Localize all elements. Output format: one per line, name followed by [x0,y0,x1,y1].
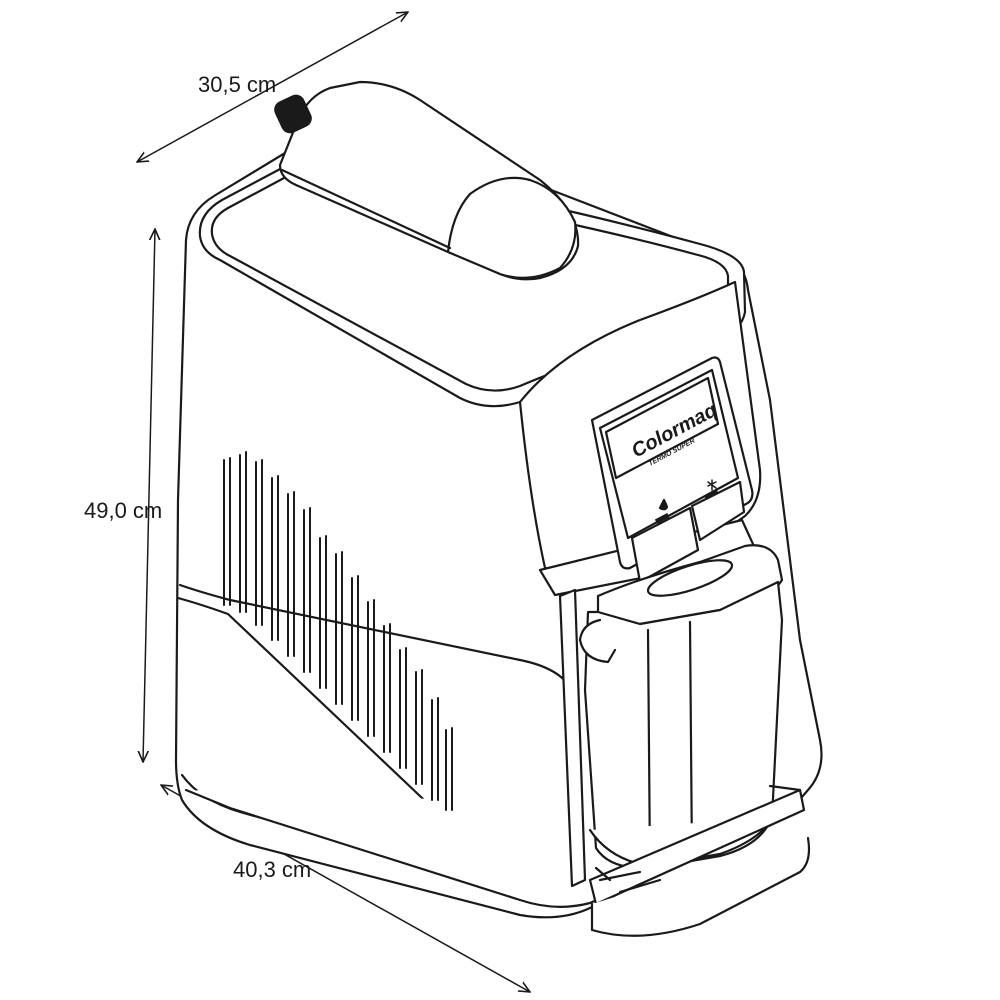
water-drop-icon [658,498,669,511]
panel-screen [604,376,720,480]
cold-water-button [630,506,700,584]
vent-slot [271,475,279,641]
drip-tray-grid [594,784,802,894]
connector-nozzle [274,94,312,134]
base-front-foot [590,836,811,937]
jug-handle [578,618,617,664]
vent-slot [223,457,231,606]
vent-slot [351,575,359,721]
side-vents [223,451,453,811]
dispense-area [558,544,811,937]
drip-tray [588,788,806,906]
width-dimension-label: 40,3 cm [233,857,312,882]
vent-slot [239,451,247,613]
vent-slot [383,623,391,753]
vent-slot [399,647,407,769]
vent-slot [335,551,343,705]
filter-seam [280,168,452,250]
filter-dome [446,176,577,279]
height-arrow [143,229,155,762]
depth-arrow [137,12,408,162]
vent-slot [415,669,423,785]
depth-dimension-label: 30,5 cm [198,72,277,97]
normal-water-button [690,480,746,542]
vent-slot [319,535,327,689]
height-dimension-label: 49,0 cm [84,498,163,523]
vent-slot [367,599,375,737]
button-indicator [703,488,719,500]
vent-slot [287,491,295,657]
vent-slot [303,507,311,673]
vent-slot [431,697,439,801]
water-jug [583,580,784,870]
vent-slot [445,727,453,811]
dispense-cavity [558,588,587,888]
button-indicator [654,512,670,524]
jug-lid-opening [646,559,734,597]
vent-slot [255,459,263,626]
control-panel: Colormaq TERMO SUPER [590,356,754,584]
snowflake-icon [707,479,717,491]
